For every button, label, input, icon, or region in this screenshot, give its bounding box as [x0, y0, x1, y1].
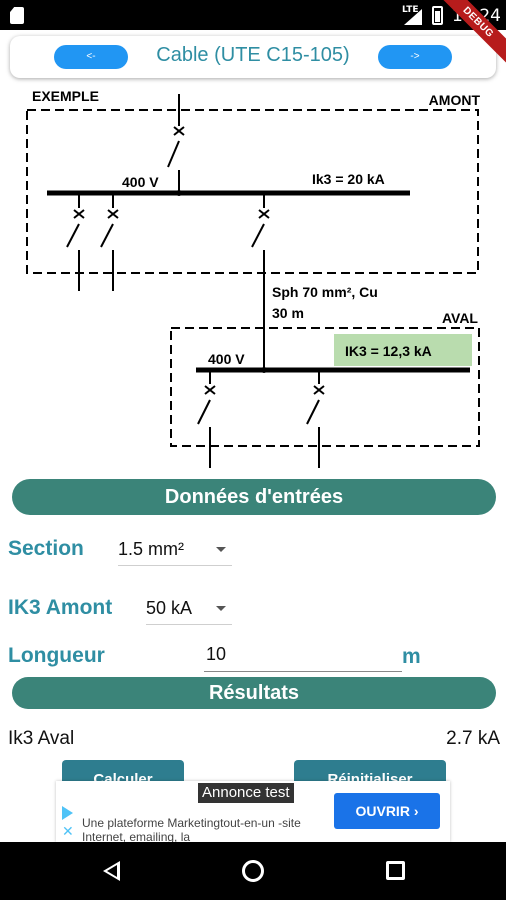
length-input[interactable] [204, 638, 402, 672]
downstream-ik3-highlight [334, 334, 472, 366]
feeder-cross [258, 209, 270, 219]
ik3-aval-value: 2.7 kA [446, 728, 500, 749]
system-nav-bar [0, 842, 506, 900]
upstream-voltage: 400 V [122, 174, 159, 190]
cable-length: 30 m [272, 305, 304, 321]
chevron-right-icon: › [413, 803, 419, 819]
ik3-amont-value: 50 kA [146, 598, 193, 618]
cable-spec: Sph 70 mm², Cu [272, 284, 378, 300]
incoming-switch [167, 140, 180, 168]
upstream-ik3: Ik3 = 20 kA [312, 171, 385, 187]
out2-switch [100, 223, 114, 248]
exemple-label: EXEMPLE [32, 88, 99, 104]
length-label: Longueur [8, 644, 105, 667]
circuit-diagram: EXEMPLE AMONT 400 V Ik3 = 20 kA Sph 70 m… [26, 88, 481, 468]
ad-open-label: OUVRIR [355, 803, 410, 819]
page-title: Cable (UTE C15-105) [156, 44, 350, 66]
out1-switch [66, 223, 80, 248]
status-bar: LTE 14:24 [0, 0, 506, 30]
dout2-switch [306, 399, 320, 425]
ad-test-tag: Annonce test [198, 783, 294, 803]
inputs-header: Données d'entrées [12, 479, 496, 515]
out1-cross [73, 209, 85, 219]
amont-label: AMONT [429, 92, 481, 108]
feeder-switch [251, 223, 265, 248]
ik3-amont-dropdown[interactable]: 50 kA [146, 593, 232, 625]
sd-card-icon [10, 7, 24, 24]
chevron-down-icon [216, 547, 226, 552]
incoming-breaker-cross [173, 126, 185, 136]
upstream-box [26, 109, 479, 274]
downstream-node [261, 367, 267, 373]
downstream-voltage: 400 V [208, 351, 245, 367]
section-dropdown[interactable]: 1.5 mm² [118, 534, 232, 566]
previous-page-button[interactable]: <- [54, 45, 128, 69]
out2-cross [107, 209, 119, 219]
battery-icon [432, 6, 443, 25]
dout1-switch [197, 399, 211, 425]
close-icon[interactable]: ✕ [62, 823, 74, 839]
chevron-down-icon [216, 606, 226, 611]
ad-text: Une plateforme Marketingtout-en-un -site… [82, 816, 301, 842]
downstream-box [170, 327, 480, 447]
upstream-node [176, 190, 182, 196]
home-icon[interactable] [242, 860, 264, 882]
length-unit: m [402, 645, 421, 668]
ik3-amont-label: IK3 Amont [8, 596, 113, 619]
next-page-button[interactable]: -> [378, 45, 452, 69]
downstream-ik3: IK3 = 12,3 kA [345, 343, 432, 359]
dout2-cross [313, 385, 325, 395]
network-type: LTE [402, 5, 419, 15]
dout1-cross [204, 385, 216, 395]
ad-open-button[interactable]: OUVRIR › [334, 793, 440, 829]
back-icon[interactable] [103, 861, 120, 881]
ad-play-icon[interactable] [62, 806, 73, 820]
section-value: 1.5 mm² [118, 539, 185, 559]
ik3-aval-label: Ik3 Aval [8, 728, 75, 749]
recent-apps-icon[interactable] [386, 861, 405, 880]
results-header: Résultats [12, 677, 496, 709]
section-label: Section [8, 537, 84, 560]
aval-label: AVAL [442, 310, 478, 326]
app-bar: <- Cable (UTE C15-105) -> [10, 36, 496, 78]
